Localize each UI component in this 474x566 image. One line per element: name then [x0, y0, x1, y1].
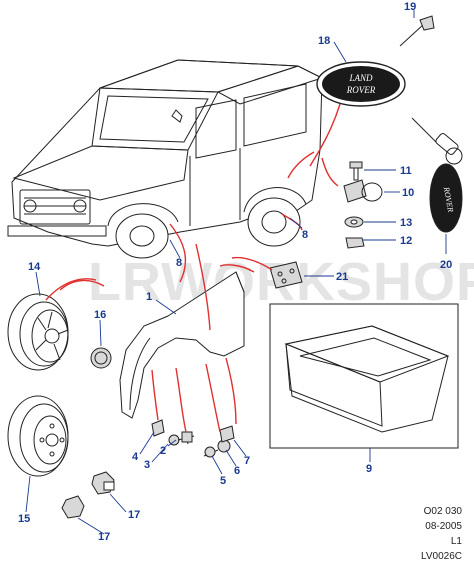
vehicle-illustration — [7, 59, 324, 259]
nut — [345, 237, 365, 249]
callout-leaders — [25, 10, 447, 535]
callout-16: 16 — [94, 309, 106, 321]
land-rover-badge: LAND ROVER — [316, 61, 406, 107]
wheel-nut-lower — [61, 495, 85, 519]
callout-5: 5 — [220, 475, 226, 487]
centre-cap — [90, 347, 112, 369]
parts-box — [269, 303, 459, 449]
rivet — [399, 15, 435, 47]
key-fob: ROVER — [411, 117, 463, 233]
callout-14: 14 — [28, 261, 41, 273]
callout-21: 21 — [336, 271, 348, 283]
steel-wheel — [7, 395, 69, 477]
callout-18: 18 — [318, 35, 330, 47]
badge-text-rover: ROVER — [346, 85, 376, 95]
fixings-group — [151, 419, 235, 458]
callout-15: 15 — [18, 513, 30, 525]
washer — [344, 216, 364, 228]
mounting-plate — [269, 261, 303, 289]
reference-date: 08-2005 — [425, 521, 462, 532]
callout-11: 11 — [400, 165, 412, 177]
callout-2: 2 — [160, 445, 166, 457]
callout-12: 12 — [400, 235, 412, 247]
callout-8-front: 8 — [176, 257, 182, 269]
callout-1: 1 — [146, 291, 152, 303]
callout-8-rear: 8 — [302, 229, 308, 241]
callout-10: 10 — [402, 187, 414, 199]
callout-7: 7 — [244, 455, 250, 467]
bolt — [349, 161, 363, 181]
red-leaders — [45, 103, 341, 433]
reference-code: O02 030 — [423, 506, 462, 517]
callout-20: 20 — [440, 259, 452, 271]
alloy-wheel — [7, 293, 69, 371]
callout-9: 9 — [366, 463, 372, 475]
callout-13: 13 — [400, 217, 412, 229]
reference-drawing: LV0026C — [421, 551, 462, 562]
callout-labels: 1 2 3 4 5 6 7 8 8 9 10 11 12 13 14 15 16… — [18, 1, 452, 543]
reference-sheet: L1 — [450, 536, 462, 547]
callout-3: 3 — [144, 459, 150, 471]
callout-17-upper: 17 — [128, 509, 140, 521]
d-ring-bracket — [343, 179, 383, 203]
callout-19: 19 — [404, 1, 416, 13]
front-wing-panel — [119, 271, 245, 419]
callout-17-lower: 17 — [98, 531, 110, 543]
badge-text-land: LAND — [348, 73, 373, 83]
callout-6: 6 — [234, 465, 240, 477]
callout-4: 4 — [132, 451, 139, 463]
wheel-nut-upper — [91, 471, 115, 495]
